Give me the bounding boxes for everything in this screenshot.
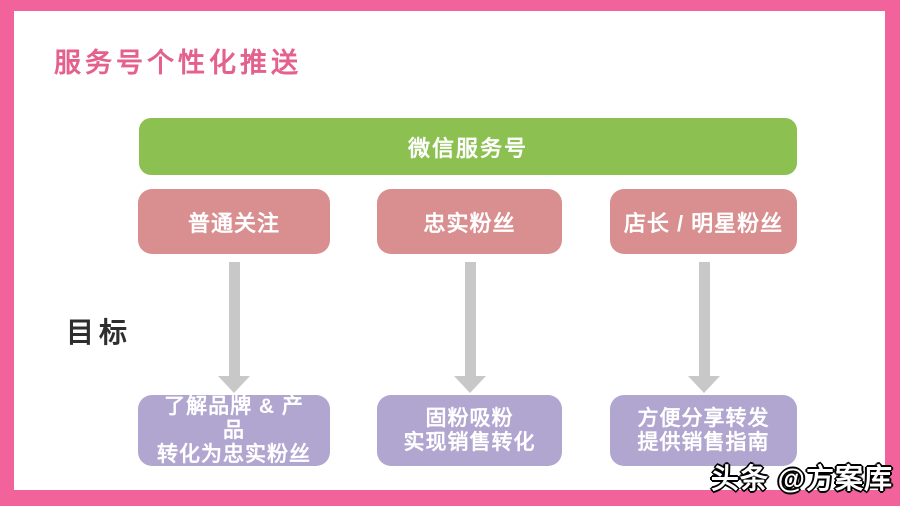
goal-box-share-guide: 方便分享转发 提供销售指南 <box>610 395 797 466</box>
tier-box-label: 普通关注 <box>187 210 280 236</box>
down-arrow <box>218 262 250 393</box>
down-arrow <box>688 262 720 393</box>
arrow-shaft <box>698 262 710 376</box>
watermark-toutiao: 头条 @方案库 <box>710 463 893 494</box>
goal-box-brand-awareness: 了解品牌 & 产 品 转化为忠实粉丝 <box>138 395 330 466</box>
arrow-head <box>218 376 250 393</box>
arrow-head <box>454 376 486 393</box>
slide-canvas: 服务号个性化推送 微信服务号 普通关注 忠实粉丝 店长 / 明星粉丝 目标 了解… <box>14 11 885 490</box>
goal-box-text: 固粉吸粉 实现销售转化 <box>403 406 536 454</box>
goal-box-text: 方便分享转发 提供销售指南 <box>637 406 770 454</box>
tier-box-loyal-fan: 忠实粉丝 <box>377 189 562 254</box>
arrow-shaft <box>464 262 476 376</box>
tier-box-regular-follower: 普通关注 <box>138 189 330 254</box>
goal-box-text: 了解品牌 & 产 品 转化为忠实粉丝 <box>157 394 311 466</box>
wechat-service-account-box: 微信服务号 <box>139 118 797 175</box>
tier-box-label: 忠实粉丝 <box>423 210 516 236</box>
arrow-head <box>688 376 720 393</box>
arrow-shaft <box>228 262 240 376</box>
tier-box-label: 店长 / 明星粉丝 <box>623 210 784 236</box>
tier-box-manager-star-fan: 店长 / 明星粉丝 <box>610 189 797 254</box>
goal-box-fan-conversion: 固粉吸粉 实现销售转化 <box>377 395 562 466</box>
goal-label: 目标 <box>66 317 133 348</box>
slide-title: 服务号个性化推送 <box>54 48 302 78</box>
root-box-label: 微信服务号 <box>407 135 528 161</box>
down-arrow <box>454 262 486 393</box>
